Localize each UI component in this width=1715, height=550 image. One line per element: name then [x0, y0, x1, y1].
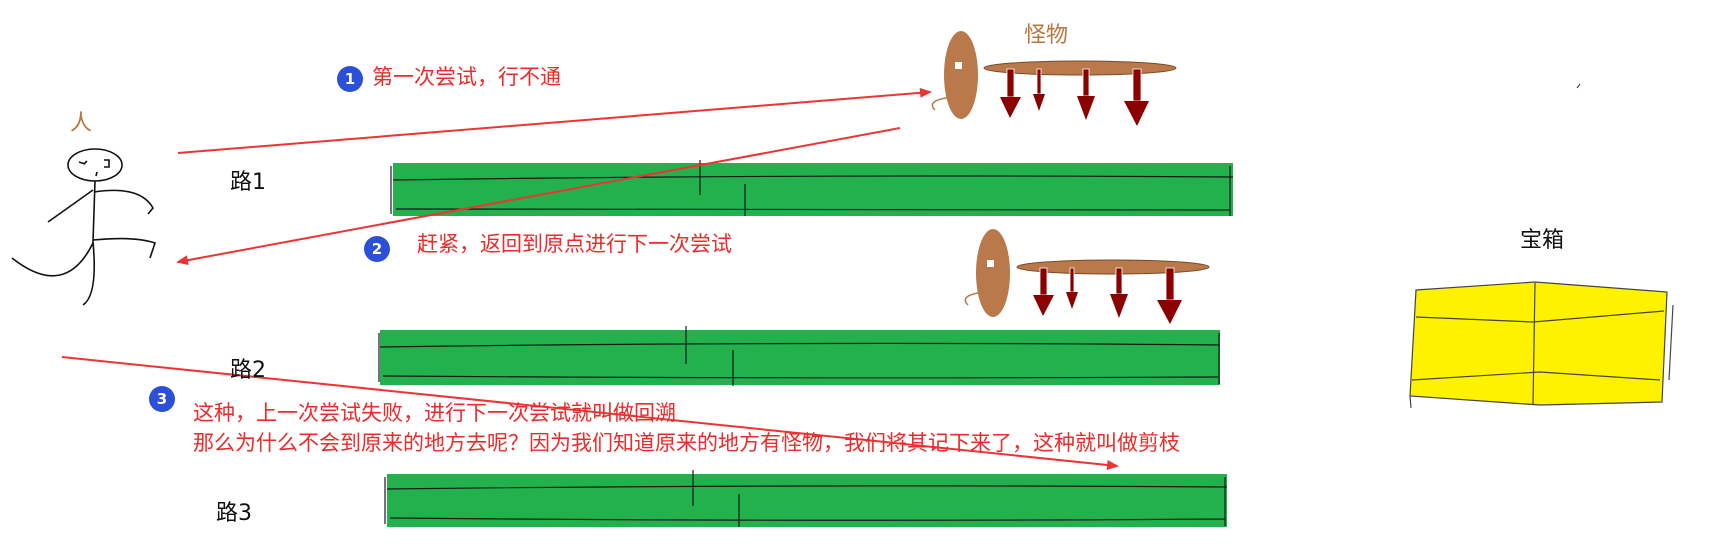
road-3-label: 路3 [216, 503, 252, 525]
monster-label: 怪物 [1024, 25, 1068, 47]
road-2-label: 路2 [230, 360, 266, 382]
step-3-text: 这种，上一次尝试失败，进行下一次尝试就叫做回溯 [193, 403, 676, 424]
pruning-note: 那么为什么不会到原来的地方去呢？因为我们知道原来的地方有怪物，我们将其记下来了，… [193, 433, 1180, 454]
road-3 [385, 470, 1227, 527]
person-label: 人 [70, 113, 92, 135]
road-1 [391, 160, 1233, 216]
road-1-label: 路1 [230, 172, 266, 194]
step-1-text: 第一次尝试，行不通 [372, 67, 561, 88]
road-2 [379, 326, 1220, 386]
treasure-box-icon [1410, 282, 1673, 408]
monster-icon-2 [965, 229, 1209, 324]
step-1-badge: 1 [337, 66, 363, 92]
stick-figure-icon [12, 149, 155, 305]
treasure-label: 宝箱 [1520, 230, 1564, 252]
step-2-badge: 2 [364, 236, 390, 262]
stray-mark [1577, 84, 1580, 88]
step-2-text: 赶紧，返回到原点进行下一次尝试 [417, 234, 732, 255]
step-3-badge: 3 [149, 386, 175, 412]
